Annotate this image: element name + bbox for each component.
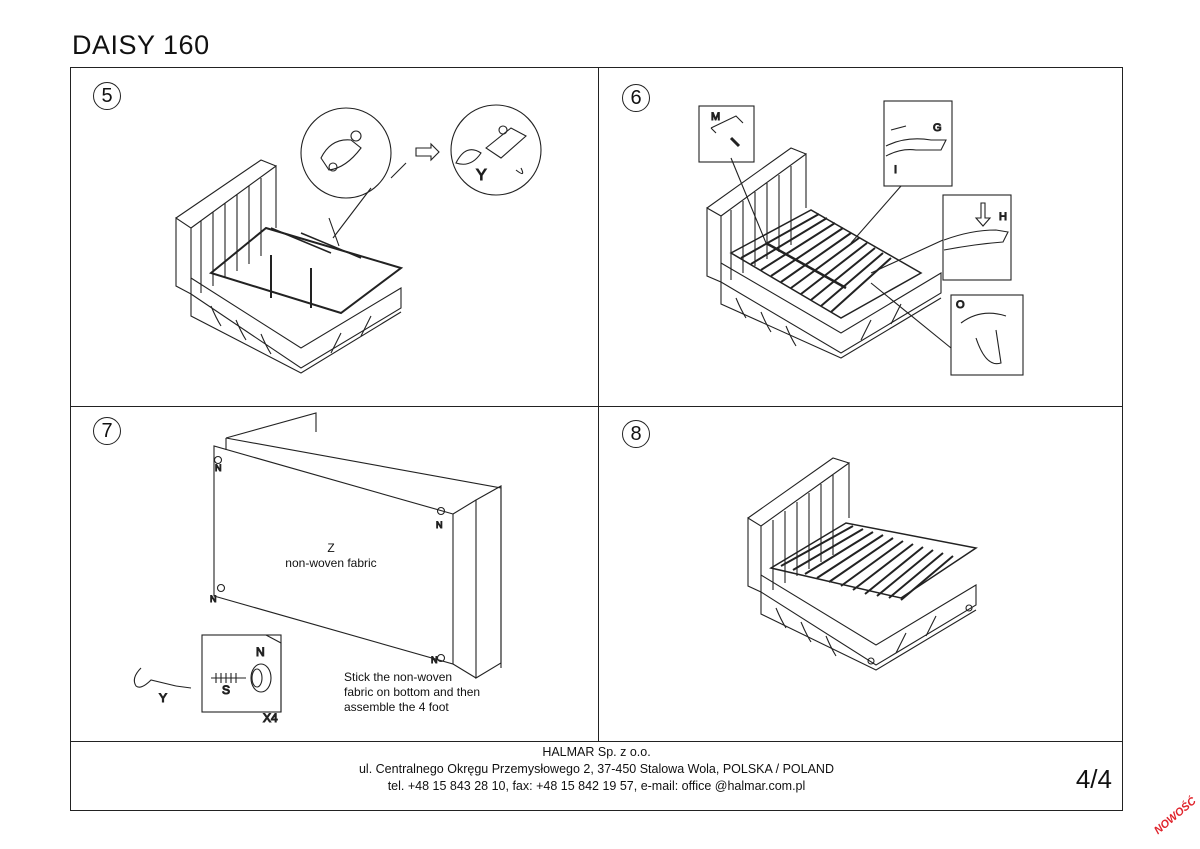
footer-company: HALMAR Sp. z o.o. xyxy=(542,745,651,759)
label-x4: X4 xyxy=(263,711,278,725)
step-number-5: 5 xyxy=(93,82,121,110)
label-n-hardware: N xyxy=(256,645,265,659)
instruction-sheet: 5 6 7 8 Y xyxy=(70,67,1123,811)
label-y-step5: Y xyxy=(476,167,487,184)
label-n-1: N xyxy=(215,463,222,473)
label-y-step7: Y xyxy=(159,691,167,705)
step-number-6: 6 xyxy=(622,84,650,112)
step-number-7: 7 xyxy=(93,417,121,445)
label-h: H xyxy=(999,211,1007,223)
instruction-note: Stick the non-woven fabric on bottom and… xyxy=(344,670,481,714)
step-number-8: 8 xyxy=(622,420,650,448)
step7-fabric-illustration xyxy=(133,412,502,713)
step8-bed-illustration xyxy=(747,457,978,671)
footer-address: ul. Centralnego Okręgu Przemysłowego 2, … xyxy=(358,762,834,776)
page-number: 4/4 xyxy=(1075,764,1112,794)
footer-divider xyxy=(71,741,1122,742)
new-badge: NOWOŚĆ xyxy=(1152,795,1199,837)
panel-divider-horizontal xyxy=(71,406,1122,407)
label-n-4: N xyxy=(431,655,438,665)
label-z: Z xyxy=(327,541,335,555)
assembly-illustrations: Y M xyxy=(133,100,1024,726)
fabric-label: Z non-woven fabric xyxy=(271,541,391,571)
label-n-3: N xyxy=(210,594,217,604)
step5-bed-illustration xyxy=(175,104,542,374)
step6-bed-illustration xyxy=(698,100,1024,376)
label-m: M xyxy=(711,111,720,123)
document-title: DAISY 160 xyxy=(72,30,210,60)
label-o: O xyxy=(956,299,965,311)
footer-contact: tel. +48 15 843 28 10, fax: +48 15 842 1… xyxy=(387,779,806,793)
label-i: I xyxy=(894,164,897,176)
label-n-2: N xyxy=(436,520,443,530)
label-fabric: non-woven fabric xyxy=(285,556,377,570)
footer: HALMAR Sp. z o.o. ul. Centralnego Okręgu… xyxy=(71,744,1122,795)
label-g: G xyxy=(933,122,942,134)
label-s: S xyxy=(222,683,230,697)
panel-divider-vertical xyxy=(598,68,599,741)
